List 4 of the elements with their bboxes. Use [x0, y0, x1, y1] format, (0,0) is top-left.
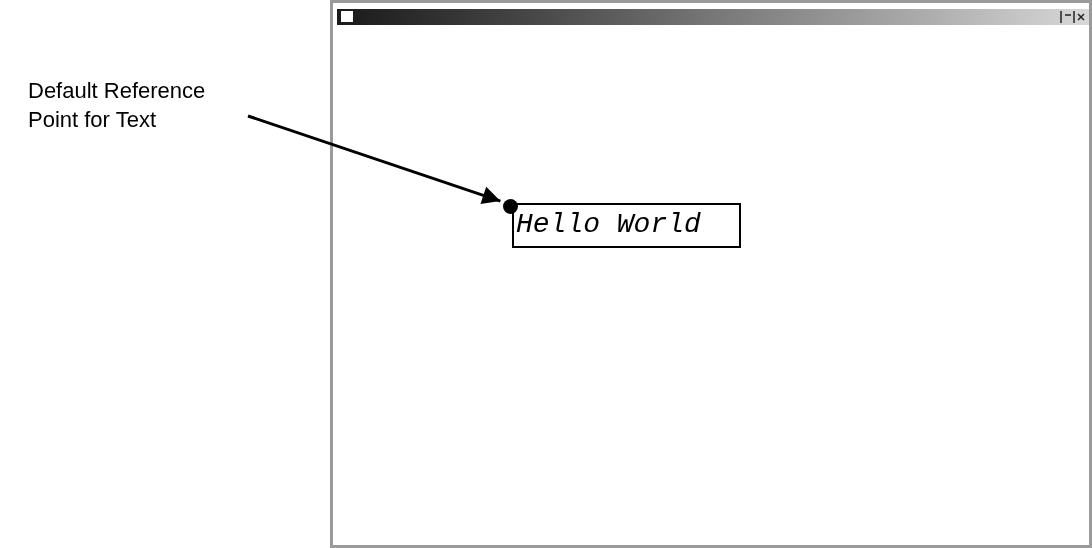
leader-arrow — [247, 114, 501, 204]
callout-text: Default Reference Point for Text — [28, 76, 248, 134]
application-window — [330, 0, 1092, 548]
text-sample-box: Hello World — [512, 203, 741, 248]
